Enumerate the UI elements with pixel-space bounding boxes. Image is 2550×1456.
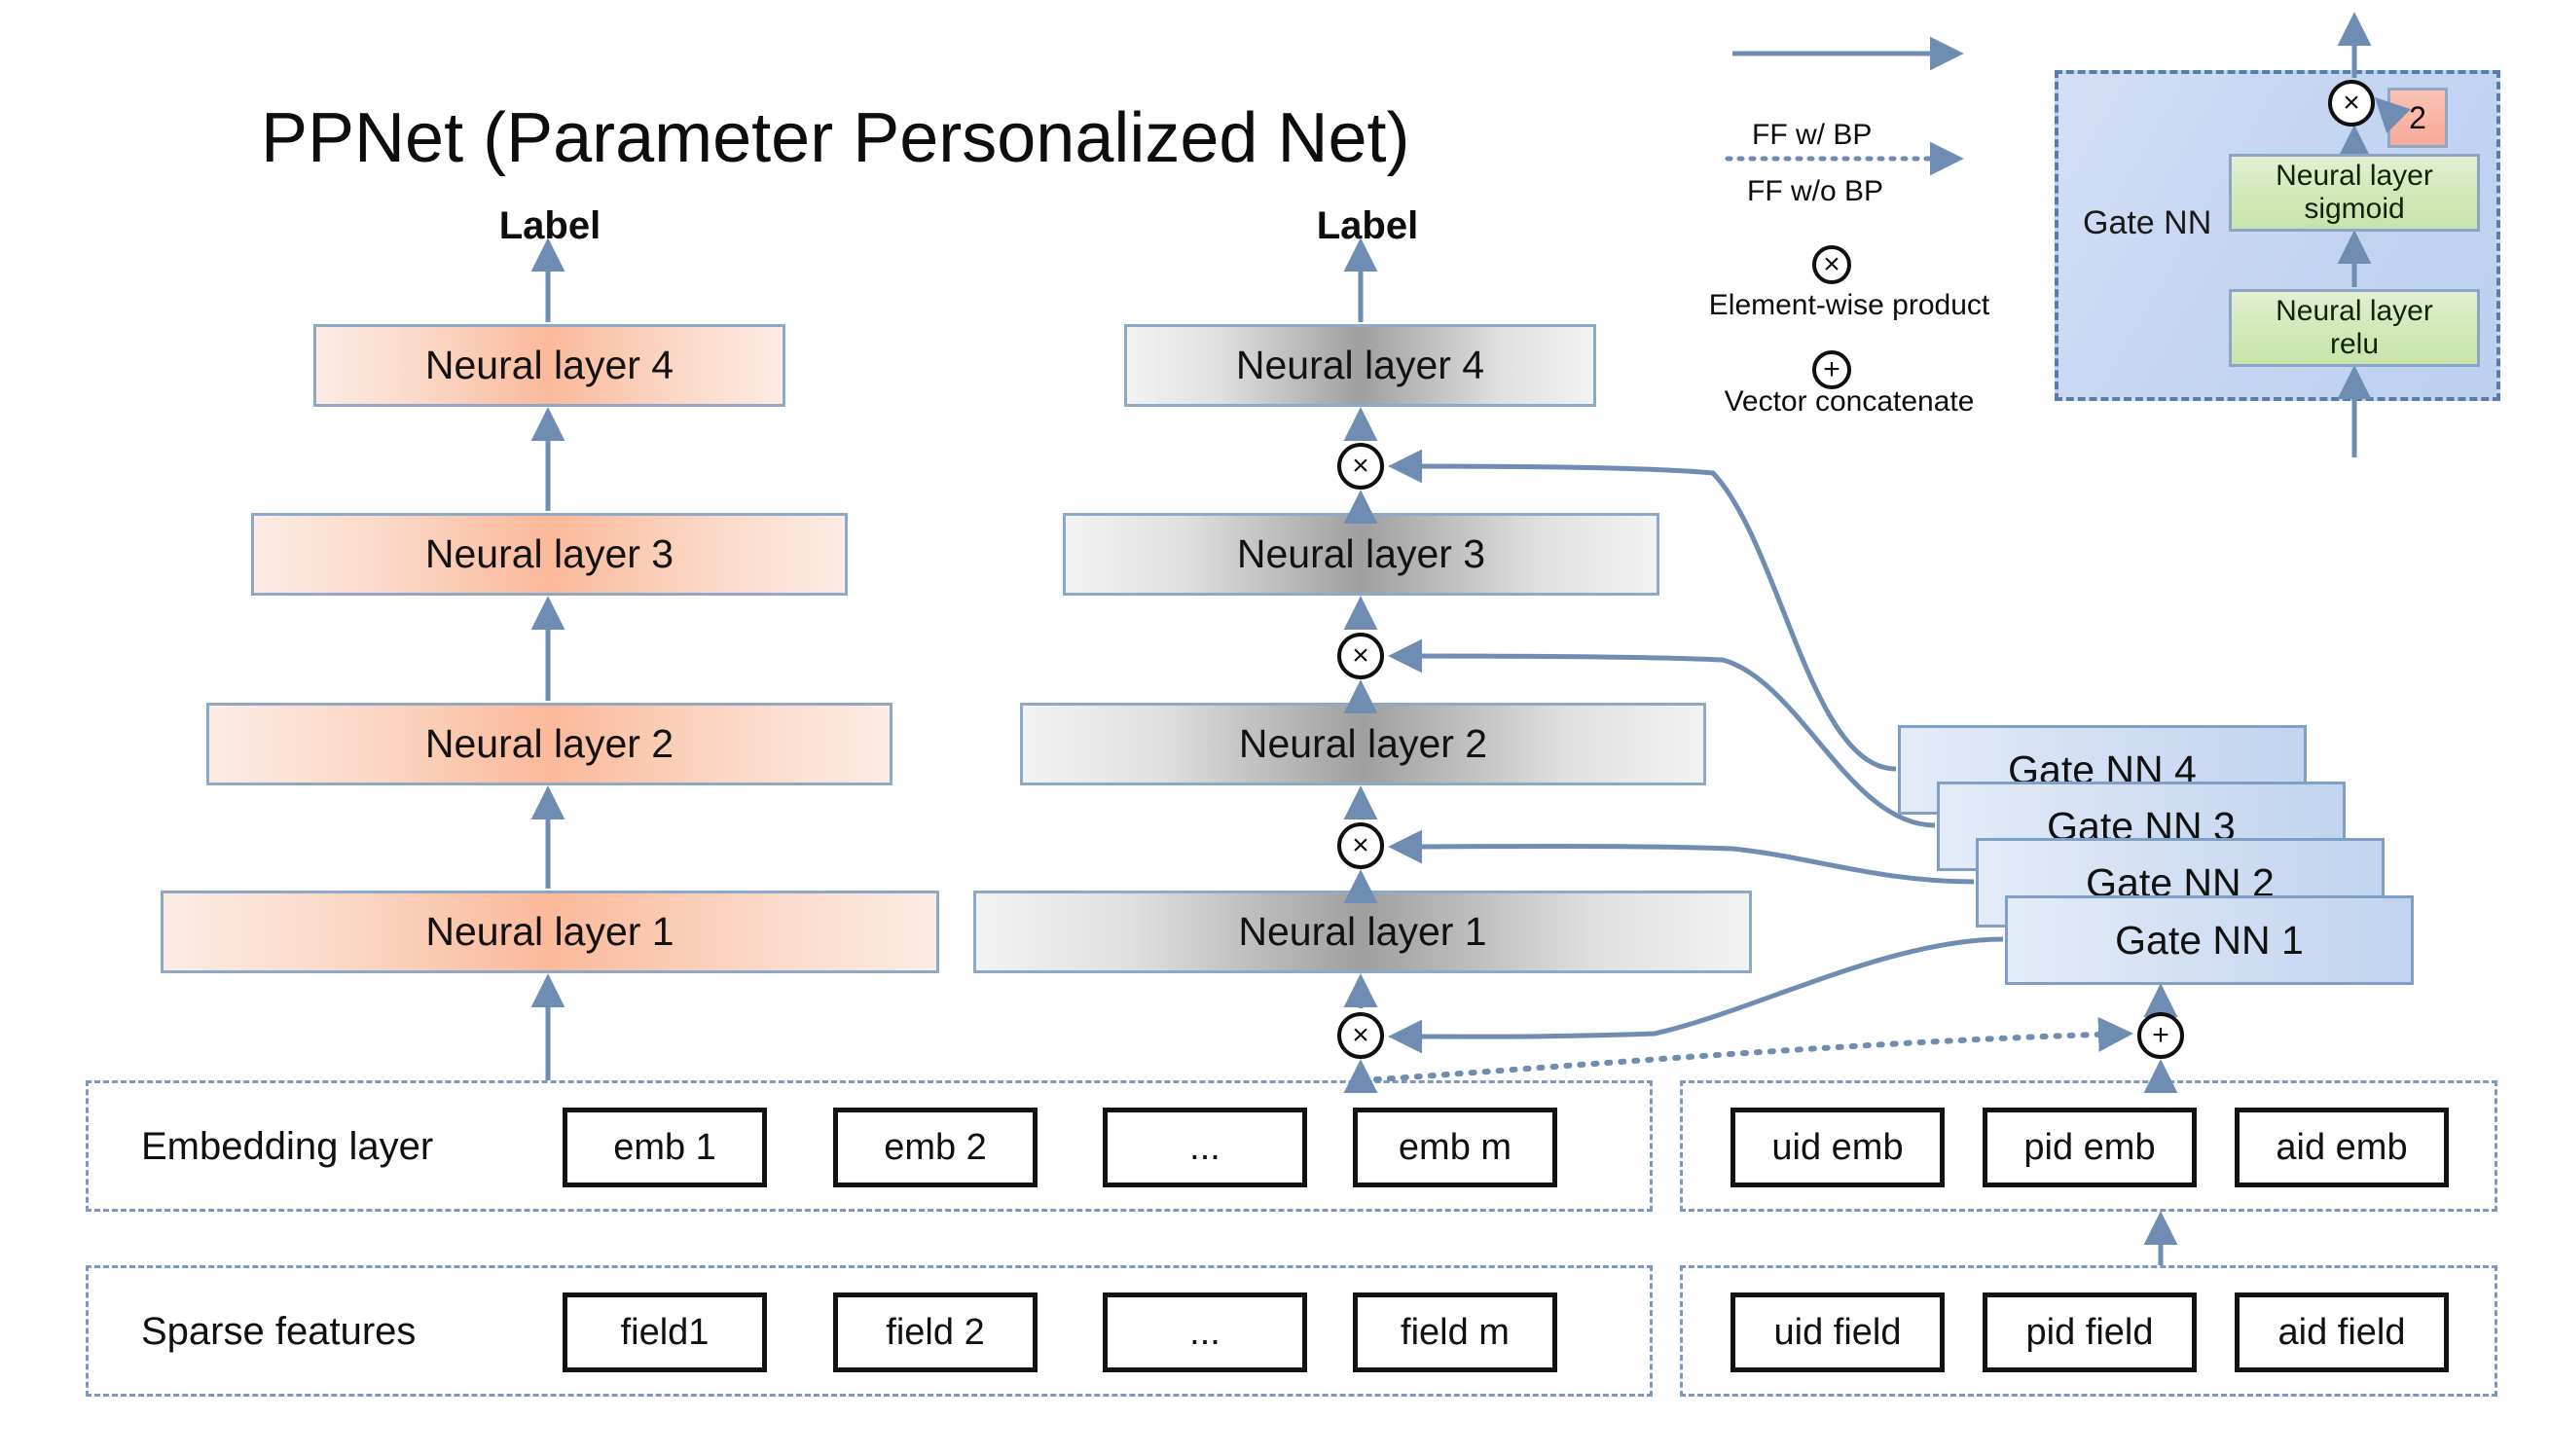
sparse-chip-ellipsis[interactable]: ... (1103, 1292, 1307, 1372)
gate-nn-sigmoid-line1: Neural layer (2276, 160, 2433, 192)
gate-nn-sigmoid-line2: sigmoid (2304, 193, 2405, 225)
product-node-layer2: × (1337, 822, 1384, 869)
left-neural-layer-1[interactable]: Neural layer 1 (161, 891, 939, 973)
embedding-chip-ellipsis[interactable]: ... (1103, 1108, 1307, 1187)
product-node-layer3: × (1337, 633, 1384, 679)
aid-field-chip[interactable]: aid field (2235, 1292, 2449, 1372)
legend-product-icon: × (1812, 245, 1851, 284)
id-sparse-container (1680, 1265, 2497, 1397)
sparse-features-label: Sparse features (141, 1310, 417, 1353)
gate-nn-relu-line2: relu (2329, 328, 2380, 360)
sparse-features-container (86, 1265, 1653, 1397)
dotted-emb-to-concat (1360, 1016, 2133, 1083)
legend-vector-concatenate-label: Vector concatenate (1724, 385, 1975, 418)
right-neural-layer-1[interactable]: Neural layer 1 (973, 891, 1752, 973)
gate-nn-relu-line1: Neural layer (2276, 295, 2433, 327)
left-output-label: Label (498, 204, 601, 247)
left-neural-layer-2[interactable]: Neural layer 2 (206, 703, 892, 785)
legend-element-wise-product-label: Element-wise product (1708, 289, 1990, 321)
sparse-chip-m[interactable]: field m (1353, 1292, 1557, 1372)
pid-emb-chip[interactable]: pid emb (1983, 1108, 2197, 1187)
legend-ff-without-bp-label: FF w/o BP (1747, 175, 1884, 207)
embedding-chip-m[interactable]: emb m (1353, 1108, 1557, 1187)
uid-field-chip[interactable]: uid field (1730, 1292, 1945, 1372)
embedding-layer-container (86, 1080, 1653, 1212)
curve-gate2-to-product2 (1388, 829, 1975, 885)
right-neural-layer-4[interactable]: Neural layer 4 (1124, 324, 1596, 407)
uid-emb-chip[interactable]: uid emb (1730, 1108, 1945, 1187)
pid-field-chip[interactable]: pid field (1983, 1292, 2197, 1372)
gate-nn-product-icon: × (2328, 80, 2375, 127)
product-node-layer4: × (1337, 443, 1384, 490)
sparse-chip-2[interactable]: field 2 (833, 1292, 1038, 1372)
right-output-label: Label (1316, 204, 1419, 247)
gate-nn-card-1[interactable]: Gate NN 1 (2005, 895, 2414, 985)
right-neural-layer-3[interactable]: Neural layer 3 (1063, 513, 1659, 596)
gate-nn-multiplier-box: 2 (2387, 88, 2448, 148)
legend-ff-with-bp-label: FF w/ BP (1752, 119, 1873, 151)
right-neural-layer-2[interactable]: Neural layer 2 (1020, 703, 1706, 785)
left-neural-layer-4[interactable]: Neural layer 4 (313, 324, 785, 407)
aid-emb-chip[interactable]: aid emb (2235, 1108, 2449, 1187)
gate-nn-sigmoid-layer[interactable]: Neural layer sigmoid (2229, 154, 2480, 232)
legend-concat-icon: + (1812, 350, 1851, 389)
sparse-chip-1[interactable]: field1 (563, 1292, 767, 1372)
embedding-chip-1[interactable]: emb 1 (563, 1108, 767, 1187)
left-neural-layer-3[interactable]: Neural layer 3 (251, 513, 848, 596)
product-node-layer1: × (1337, 1012, 1384, 1059)
concat-node-gate-input: + (2137, 1012, 2184, 1059)
embedding-layer-label: Embedding layer (141, 1125, 434, 1168)
gate-nn-panel-label: Gate NN (2083, 204, 2212, 241)
gate-nn-relu-layer[interactable]: Neural layer relu (2229, 289, 2480, 367)
page-title: PPNet (Parameter Personalized Net) (261, 99, 1410, 177)
embedding-chip-2[interactable]: emb 2 (833, 1108, 1038, 1187)
